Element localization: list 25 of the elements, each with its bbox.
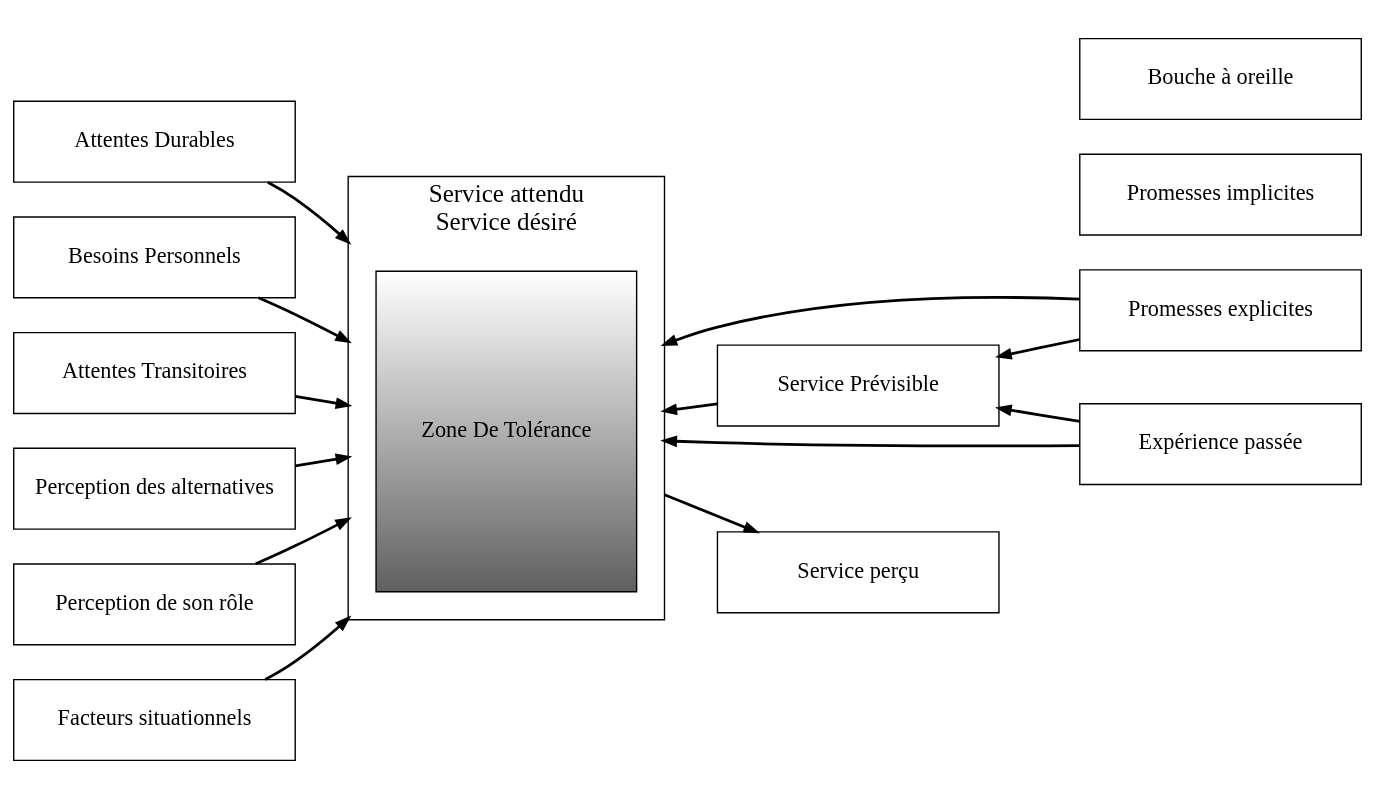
arrow: [295, 452, 353, 467]
node-box: Promesses explicites: [1079, 268, 1362, 351]
node-box: Besoins Personnels: [13, 215, 296, 298]
arrow: [255, 516, 352, 565]
arrow: [660, 434, 1080, 447]
node-box: Zone De Tolérance: [375, 270, 638, 592]
node-box: Attentes Durables: [13, 100, 296, 183]
arrow: [267, 180, 352, 245]
arrow: [295, 394, 353, 409]
node-box: Service perçu: [716, 530, 1000, 613]
node-box: Promesses implicites: [1079, 153, 1362, 236]
arrow: [994, 404, 1080, 423]
node-box: Expérience passée: [1079, 402, 1362, 485]
node-box: Attentes Transitoires: [13, 331, 296, 414]
node-box: Facteurs situationnels: [13, 678, 296, 761]
node-box: Bouche à oreille: [1079, 37, 1362, 120]
arrow: [264, 615, 352, 681]
node-box: Perception des alternatives: [13, 447, 296, 530]
arrow: [660, 402, 718, 415]
node-box: Service Prévisible: [716, 343, 1000, 427]
arrow: [660, 295, 1080, 346]
arrow: [995, 337, 1080, 360]
node-box: Perception de son rôle: [13, 562, 296, 645]
arrow: [664, 492, 761, 533]
arrow: [257, 296, 352, 343]
